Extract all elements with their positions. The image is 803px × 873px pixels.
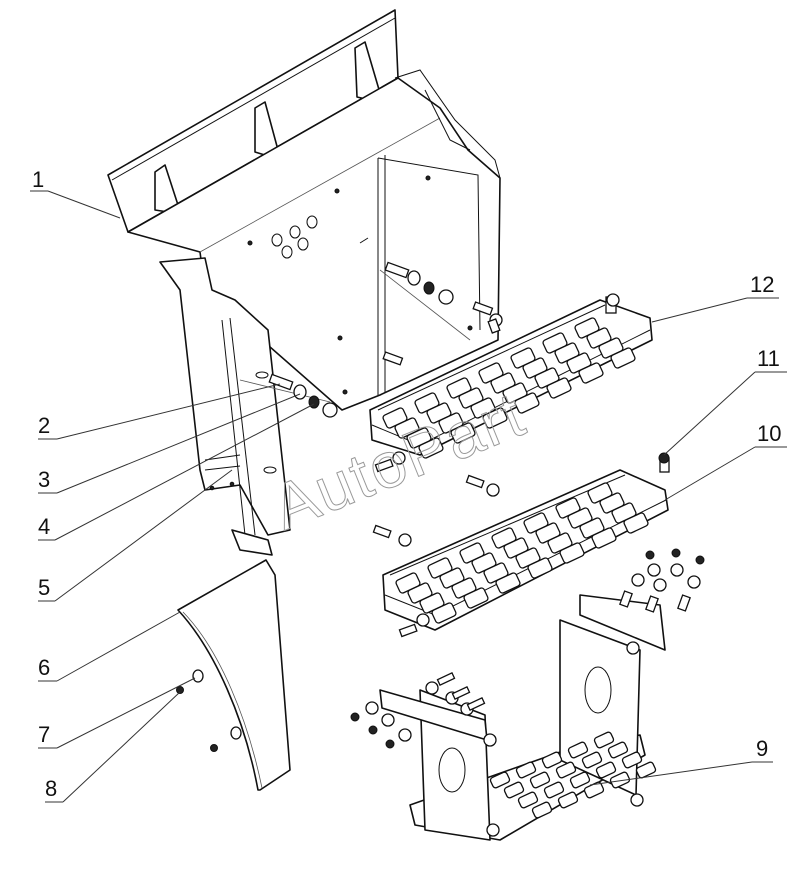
callout-label-11: 11 (757, 346, 780, 371)
tread-cell (635, 761, 657, 779)
callout-label-6: 6 (38, 655, 50, 680)
callout-label-8: 8 (45, 776, 57, 801)
tread-cell (559, 542, 585, 564)
callout-label-3: 3 (38, 467, 50, 492)
tread-cell (514, 392, 540, 414)
bracket-panel (107, 9, 501, 536)
callout-2: 2 (38, 383, 281, 440)
tread-cell (591, 527, 617, 549)
tread-cell (607, 741, 629, 759)
callout-label-9: 9 (756, 736, 768, 761)
callout-6: 6 (38, 611, 181, 682)
tread-cell (541, 751, 563, 769)
callout-label-4: 4 (38, 514, 50, 539)
callout-label-7: 7 (38, 722, 50, 747)
tread-cell (517, 791, 539, 809)
tread-cell (546, 377, 572, 399)
callout-label-10: 10 (757, 421, 781, 446)
tread-cell (567, 741, 589, 759)
tread-cell (489, 771, 511, 789)
callout-3: 3 (38, 393, 301, 494)
tread-cell (531, 801, 553, 819)
tread-cell (529, 771, 551, 789)
tread-cell (515, 761, 537, 779)
tread-cell (623, 512, 649, 534)
tread-cell (482, 407, 508, 429)
mud-flap (176, 529, 291, 791)
tread-cell (431, 602, 457, 624)
callout-5: 5 (38, 469, 233, 602)
tread-cell (557, 791, 579, 809)
callout-8: 8 (45, 691, 181, 803)
callout-7: 7 (38, 677, 196, 749)
callout-label-2: 2 (38, 413, 50, 438)
middle-step-tread (372, 452, 670, 638)
tread-cell (595, 761, 617, 779)
tread-cell (418, 437, 444, 459)
tread-cell (609, 771, 631, 789)
tread-cell (503, 781, 525, 799)
panel-fasteners (239, 261, 503, 418)
tread-cell (569, 771, 591, 789)
tread-cell (593, 731, 615, 749)
callout-11: 11 (663, 346, 787, 456)
tread-cell (578, 362, 604, 384)
tread-cell (581, 751, 603, 769)
callout-10: 10 (664, 421, 787, 501)
callout-label-1: 1 (32, 167, 44, 192)
tread-cell (463, 587, 489, 609)
callout-label-12: 12 (750, 272, 774, 297)
tread-cell (610, 347, 636, 369)
tread-cell (621, 751, 643, 769)
lower-step-hardware (350, 548, 705, 749)
callout-9: 9 (589, 736, 773, 786)
upper-step-tread (369, 293, 653, 473)
callout-12: 12 (651, 272, 779, 323)
callout-4: 4 (38, 403, 315, 541)
tread-cell (450, 422, 476, 444)
tread-cell (543, 781, 565, 799)
tread-cell (555, 761, 577, 779)
lower-folding-step (379, 594, 666, 841)
callout-label-5: 5 (38, 575, 50, 600)
tread-cell (495, 572, 521, 594)
tread-cell (527, 557, 553, 579)
callout-1: 1 (30, 167, 121, 219)
